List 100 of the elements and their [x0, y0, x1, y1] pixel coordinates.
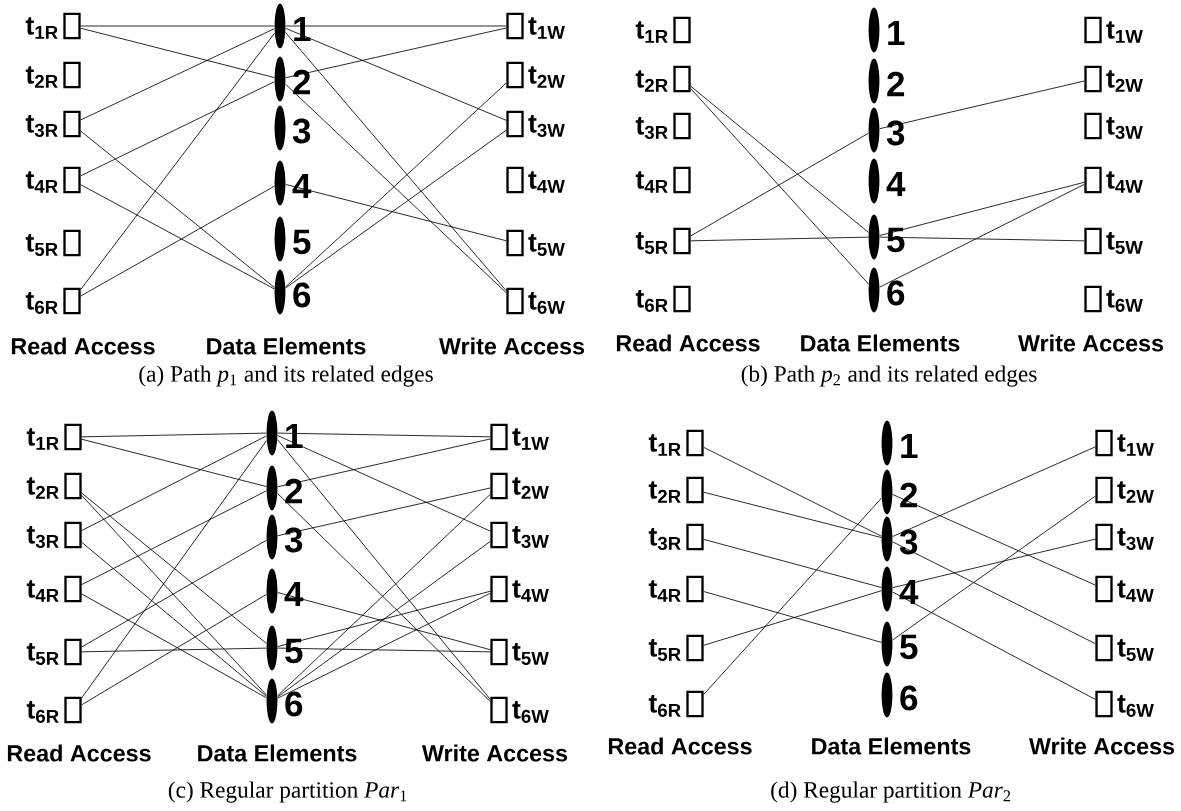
data-element-ellipse — [266, 514, 278, 560]
element-number: 2 — [900, 482, 918, 508]
access-label: t$_{6W}$ — [1117, 695, 1154, 717]
access-label: t$_{6R}$ — [26, 701, 59, 723]
access-label: t$_{1W}$ — [528, 17, 565, 39]
access-label: t$_{5W}$ — [1106, 232, 1143, 254]
access-box — [490, 696, 508, 724]
connector-line — [277, 647, 491, 653]
connector-line — [879, 181, 1085, 236]
access-box — [63, 61, 81, 89]
access-box — [506, 166, 524, 194]
access-label: t$_{1W}$ — [1106, 21, 1143, 43]
connector-line — [277, 432, 491, 438]
element-number: 4 — [899, 579, 919, 605]
access-label: t$_{5W}$ — [1117, 639, 1154, 661]
connector-line — [81, 494, 267, 696]
access-box — [686, 575, 704, 603]
element-number: 6 — [293, 282, 311, 308]
access-label: t$_{1R}$ — [26, 428, 59, 450]
access-label: t$_{2W}$ — [512, 477, 549, 499]
column-heading: Read Access — [7, 744, 151, 762]
access-box — [1084, 285, 1102, 313]
data-element-ellipse — [266, 465, 278, 511]
element-number: 3 — [886, 120, 905, 146]
access-box — [1084, 16, 1102, 44]
connector-line — [879, 183, 1085, 288]
connector-line — [285, 184, 507, 242]
data-element-ellipse — [868, 107, 880, 153]
connector-line — [703, 491, 882, 538]
access-label: t$_{4R}$ — [635, 171, 668, 193]
access-label: t$_{6R}$ — [25, 292, 58, 314]
column-heading: Read Access — [608, 737, 752, 755]
connector-line — [80, 130, 275, 288]
access-box — [1084, 65, 1102, 93]
access-box — [63, 229, 81, 257]
access-box — [64, 521, 82, 549]
data-element-ellipse — [274, 160, 286, 206]
access-label: t$_{4W}$ — [1106, 171, 1143, 193]
connector-line — [690, 132, 869, 237]
data-element-ellipse — [266, 568, 278, 614]
connector-line — [892, 446, 1096, 537]
access-label: t$_{5R}$ — [26, 643, 59, 665]
access-box — [64, 472, 82, 500]
access-label: t$_{6W}$ — [512, 701, 549, 723]
column-heading: Data Elements — [812, 737, 971, 755]
access-box — [64, 638, 82, 666]
access-label: t$_{3W}$ — [528, 115, 565, 137]
connector-line — [277, 439, 491, 700]
element-number: 2 — [887, 71, 905, 97]
element-number: 1 — [901, 433, 918, 459]
data-element-ellipse — [266, 678, 278, 724]
access-label: t$_{4W}$ — [1117, 580, 1154, 602]
connector-line — [277, 540, 491, 698]
connector-line — [80, 32, 275, 290]
connector-line — [80, 28, 275, 121]
connector-line — [80, 25, 275, 27]
access-box — [686, 690, 704, 718]
access-box — [63, 287, 81, 315]
access-box — [490, 521, 508, 549]
connector-line — [277, 487, 491, 537]
access-box — [64, 575, 82, 603]
data-element-ellipse — [274, 269, 286, 315]
connector-line — [285, 25, 507, 27]
connector-line — [879, 236, 1085, 242]
data-element-ellipse — [881, 621, 893, 667]
access-box — [1084, 227, 1102, 255]
data-element-ellipse — [868, 7, 880, 53]
element-number: 6 — [887, 280, 905, 306]
access-label: t$_{3W}$ — [1117, 528, 1154, 550]
access-label: t$_{3R}$ — [648, 528, 681, 550]
data-element-ellipse — [266, 625, 278, 671]
connector-line — [892, 591, 1096, 700]
connector-line — [277, 592, 491, 699]
access-box — [490, 472, 508, 500]
connector-line — [690, 85, 869, 233]
access-box — [1095, 634, 1113, 662]
element-number: 1 — [888, 20, 905, 46]
connector-line — [81, 492, 267, 644]
connector-line — [80, 81, 275, 177]
access-box — [64, 423, 82, 451]
subfigure-caption: (a) Path p$_{1}$ and its related edges — [139, 365, 433, 387]
access-box — [64, 696, 82, 724]
column-heading: Write Access — [421, 744, 568, 762]
access-label: t$_{2R}$ — [648, 481, 681, 503]
connector-line — [285, 129, 507, 289]
access-label: t$_{6W}$ — [528, 292, 565, 314]
column-heading: Write Access — [438, 337, 585, 355]
column-heading: Data Elements — [207, 337, 366, 355]
connector-line — [690, 88, 869, 285]
access-box — [1084, 112, 1102, 140]
connector-line — [285, 27, 507, 79]
column-heading: Read Access — [11, 337, 155, 355]
element-number: 6 — [285, 691, 303, 717]
element-number: 5 — [900, 634, 918, 660]
data-element-ellipse — [881, 672, 893, 718]
access-label: t$_{3R}$ — [26, 526, 59, 548]
access-label: t$_{5R}$ — [25, 234, 58, 256]
element-number: 2 — [293, 69, 311, 95]
connector-line — [81, 440, 267, 699]
access-box — [63, 166, 81, 194]
